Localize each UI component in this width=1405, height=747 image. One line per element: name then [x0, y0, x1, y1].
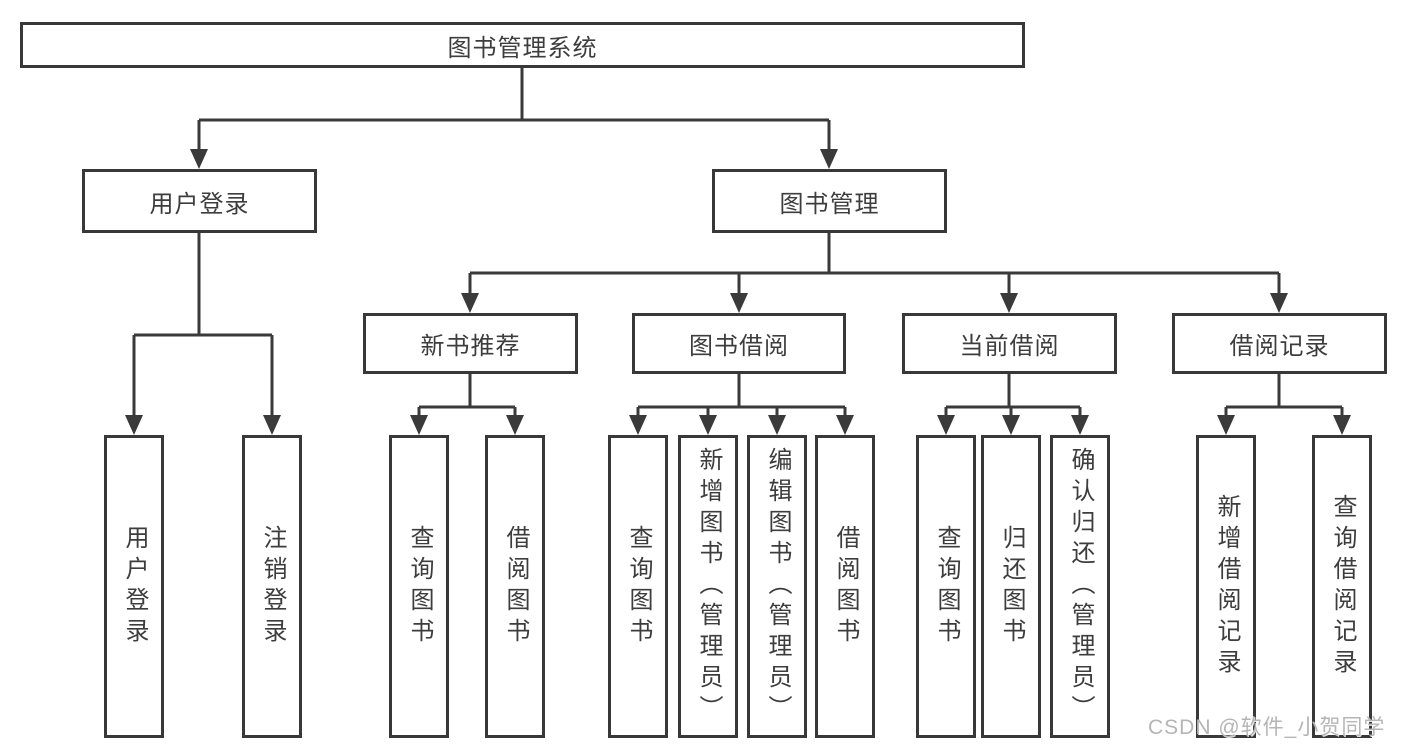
node-label: 当前借阅	[959, 333, 1060, 360]
node-label: 图书借阅	[689, 333, 789, 360]
node-label: 查询图书	[933, 524, 960, 649]
leaf-user-login: 用户登录	[104, 435, 164, 738]
node-label: 编辑图书（管理员）	[764, 447, 791, 726]
node-label: 查询图书	[406, 524, 433, 649]
node-label: 新书推荐	[420, 333, 521, 360]
connector-user-login-branch	[125, 233, 281, 435]
node-label: 用户登录	[121, 524, 148, 649]
leaf-confirm-return-admin: 确认归还（管理员）	[1050, 435, 1110, 738]
node-current-borrow: 当前借阅	[902, 313, 1117, 374]
node-book-management: 图书管理	[712, 169, 947, 233]
node-user-login: 用户登录	[82, 169, 317, 233]
node-label: 借阅图书	[502, 524, 529, 649]
leaf-query-books-current: 查询图书	[916, 435, 976, 738]
node-root-system: 图书管理系统	[20, 22, 1025, 68]
node-label: 用户登录	[149, 190, 250, 218]
node-label: 归还图书	[998, 524, 1025, 649]
connector-borrow-records-branch	[1217, 374, 1351, 435]
node-book-borrow: 图书借阅	[632, 313, 846, 374]
leaf-logout: 注销登录	[242, 435, 302, 738]
connector-book-borrow-branch	[629, 374, 854, 435]
leaf-return-books: 归还图书	[981, 435, 1041, 738]
leaf-borrow-books-recommend: 借阅图书	[485, 435, 545, 738]
node-label: 新增借阅记录	[1213, 493, 1240, 680]
node-label: 图书管理	[779, 190, 880, 218]
node-label: 新增图书（管理员）	[695, 447, 722, 726]
leaf-borrow-books: 借阅图书	[815, 435, 875, 738]
node-label: 查询图书	[625, 524, 652, 649]
node-label: 查询借阅记录	[1329, 493, 1356, 680]
connector-root-to-level2	[190, 68, 838, 169]
connector-current-borrow-branch	[937, 374, 1089, 435]
connector-new-book-branch	[410, 374, 524, 435]
node-new-book-recommend: 新书推荐	[363, 313, 578, 374]
leaf-add-borrow-record: 新增借阅记录	[1196, 435, 1256, 738]
leaf-edit-book-admin: 编辑图书（管理员）	[747, 435, 807, 738]
connector-book-management-branch	[461, 233, 1288, 313]
node-label: 图书管理系统	[447, 34, 598, 62]
leaf-query-books-recommend: 查询图书	[389, 435, 449, 738]
node-borrow-records: 借阅记录	[1172, 313, 1387, 374]
csdn-watermark: CSDN @软件_小贺同学	[1148, 716, 1386, 739]
leaf-query-books-borrow: 查询图书	[608, 435, 668, 738]
leaf-add-book-admin: 新增图书（管理员）	[678, 435, 738, 738]
node-label: 注销登录	[259, 524, 286, 649]
leaf-query-borrow-record: 查询借阅记录	[1312, 435, 1372, 738]
node-label: 借阅图书	[832, 524, 859, 649]
node-label: 确认归还（管理员）	[1067, 447, 1094, 726]
node-label: 借阅记录	[1229, 333, 1330, 360]
